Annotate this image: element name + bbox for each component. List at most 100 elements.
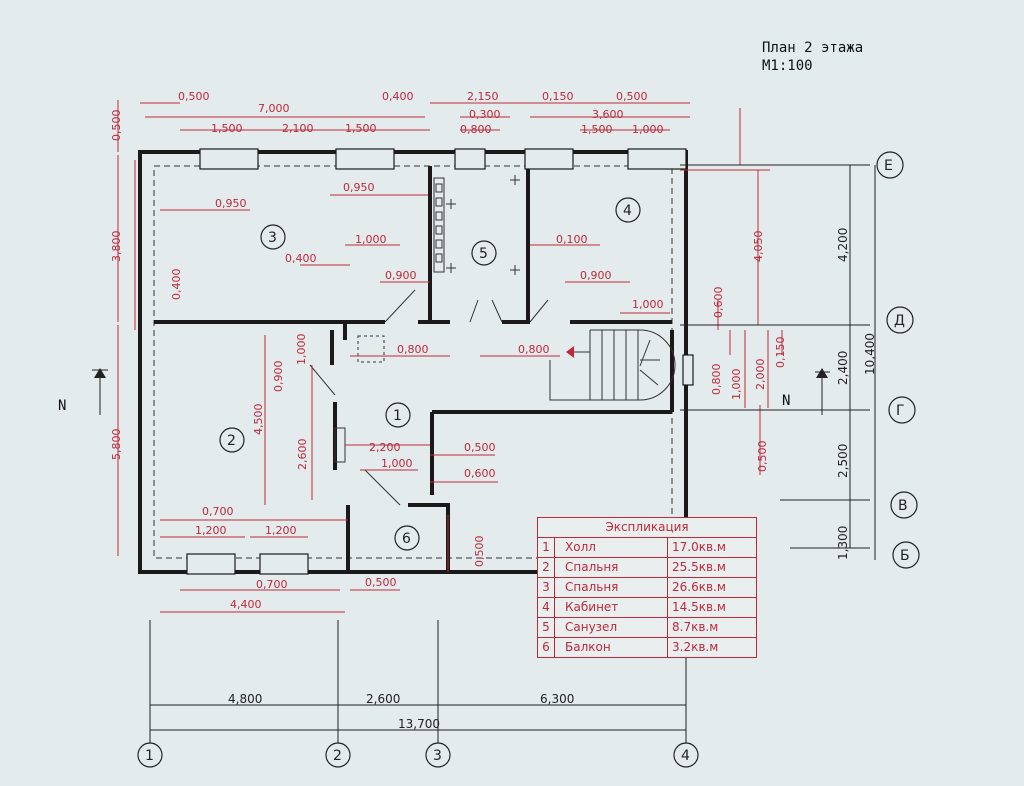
svg-text:1,000: 1,000 xyxy=(355,233,387,246)
svg-text:0,500: 0,500 xyxy=(464,441,496,454)
svg-text:1: 1 xyxy=(393,408,402,424)
svg-text:1,200: 1,200 xyxy=(195,524,227,537)
axis-markers-numbers: 1 2 3 4 xyxy=(137,742,699,768)
svg-text:2: 2 xyxy=(227,433,236,449)
windows xyxy=(186,148,694,575)
svg-text:5: 5 xyxy=(479,246,488,262)
svg-text:2,100: 2,100 xyxy=(282,122,314,135)
svg-text:1: 1 xyxy=(145,748,154,764)
svg-text:0,800: 0,800 xyxy=(518,343,550,356)
svg-text:1,000: 1,000 xyxy=(295,334,308,366)
svg-text:0,150: 0,150 xyxy=(774,337,787,369)
svg-text:0,400: 0,400 xyxy=(382,90,414,103)
svg-text:0,500: 0,500 xyxy=(110,110,123,142)
svg-text:4,200: 4,200 xyxy=(836,228,850,262)
svg-text:Б: Б xyxy=(900,548,910,564)
svg-text:0,900: 0,900 xyxy=(385,269,417,282)
svg-text:1,000: 1,000 xyxy=(730,369,743,401)
svg-text:3,800: 3,800 xyxy=(110,231,123,263)
svg-text:0,500: 0,500 xyxy=(473,536,486,568)
explication-header: Экспликация xyxy=(538,518,756,538)
svg-text:0,700: 0,700 xyxy=(256,578,288,591)
svg-text:0,950: 0,950 xyxy=(343,181,375,194)
svg-text:1,500: 1,500 xyxy=(581,123,613,136)
svg-text:0,400: 0,400 xyxy=(170,269,183,301)
svg-text:0,100: 0,100 xyxy=(556,233,588,246)
svg-text:N: N xyxy=(782,393,790,409)
svg-text:1,000: 1,000 xyxy=(632,298,664,311)
svg-text:4,800: 4,800 xyxy=(228,692,262,706)
dimension-lines-red xyxy=(117,100,783,613)
plan-title: План 2 этажа xyxy=(762,40,863,56)
svg-text:Е: Е xyxy=(884,158,893,174)
svg-text:2,200: 2,200 xyxy=(369,441,401,454)
svg-text:4,400: 4,400 xyxy=(230,598,262,611)
staircase xyxy=(549,329,676,401)
svg-text:4: 4 xyxy=(623,203,632,219)
svg-text:1,000: 1,000 xyxy=(632,123,664,136)
svg-text:N: N xyxy=(58,398,66,414)
svg-text:0,500: 0,500 xyxy=(756,441,769,473)
section-marks: N N xyxy=(58,368,830,415)
plumbing-fixtures xyxy=(334,175,520,463)
svg-text:1,200: 1,200 xyxy=(265,524,297,537)
svg-text:0,950: 0,950 xyxy=(215,197,247,210)
svg-text:2,600: 2,600 xyxy=(296,439,309,471)
svg-text:4: 4 xyxy=(681,748,690,764)
svg-text:5,800: 5,800 xyxy=(110,429,123,461)
svg-text:0,500: 0,500 xyxy=(365,576,397,589)
svg-text:0,800: 0,800 xyxy=(460,123,492,136)
svg-text:2,000: 2,000 xyxy=(754,359,767,391)
svg-text:0,900: 0,900 xyxy=(580,269,612,282)
svg-text:6,300: 6,300 xyxy=(540,692,574,706)
svg-text:0,600: 0,600 xyxy=(712,287,725,319)
svg-text:0,500: 0,500 xyxy=(178,90,210,103)
svg-text:1,300: 1,300 xyxy=(836,526,850,560)
svg-text:4,050: 4,050 xyxy=(752,231,765,263)
svg-text:2,500: 2,500 xyxy=(836,444,850,478)
interior-walls xyxy=(154,166,674,572)
svg-text:13,700: 13,700 xyxy=(398,717,440,731)
svg-text:0,700: 0,700 xyxy=(202,505,234,518)
svg-text:2,150: 2,150 xyxy=(467,90,499,103)
svg-text:2,400: 2,400 xyxy=(836,351,850,385)
svg-text:0,800: 0,800 xyxy=(710,364,723,396)
door-swings xyxy=(309,289,549,506)
svg-text:4,500: 4,500 xyxy=(252,404,265,436)
svg-text:1,500: 1,500 xyxy=(345,122,377,135)
svg-text:2,600: 2,600 xyxy=(366,692,400,706)
svg-text:0,900: 0,900 xyxy=(272,361,285,393)
svg-text:0,300: 0,300 xyxy=(469,108,501,121)
svg-text:7,000: 7,000 xyxy=(258,102,290,115)
svg-text:3: 3 xyxy=(433,748,442,764)
svg-text:Д: Д xyxy=(894,313,905,329)
room-markers: 1 2 3 4 5 6 xyxy=(219,197,641,551)
svg-text:0,800: 0,800 xyxy=(397,343,429,356)
svg-text:0,400: 0,400 xyxy=(285,252,317,265)
svg-text:3,600: 3,600 xyxy=(592,108,624,121)
dimension-labels-black: 4,800 2,600 6,300 13,700 4,200 10,400 2,… xyxy=(228,228,877,731)
svg-text:Г: Г xyxy=(896,403,905,419)
axis-markers-letters: Е Д Г В Б xyxy=(876,151,920,569)
svg-text:В: В xyxy=(898,498,908,514)
svg-text:0,500: 0,500 xyxy=(616,90,648,103)
svg-text:1,000: 1,000 xyxy=(381,457,413,470)
svg-text:6: 6 xyxy=(402,531,411,547)
svg-text:2: 2 xyxy=(333,748,342,764)
svg-text:10,400: 10,400 xyxy=(863,333,877,375)
svg-text:1,500: 1,500 xyxy=(211,122,243,135)
dimension-lines-black xyxy=(149,164,876,745)
svg-text:0,600: 0,600 xyxy=(464,467,496,480)
plan-scale: М1:100 xyxy=(762,58,813,74)
svg-text:0,150: 0,150 xyxy=(542,90,574,103)
dimension-labels-red: 0,500 7,000 0,400 2,150 0,150 0,500 0,30… xyxy=(110,90,787,611)
svg-text:3: 3 xyxy=(268,230,277,246)
